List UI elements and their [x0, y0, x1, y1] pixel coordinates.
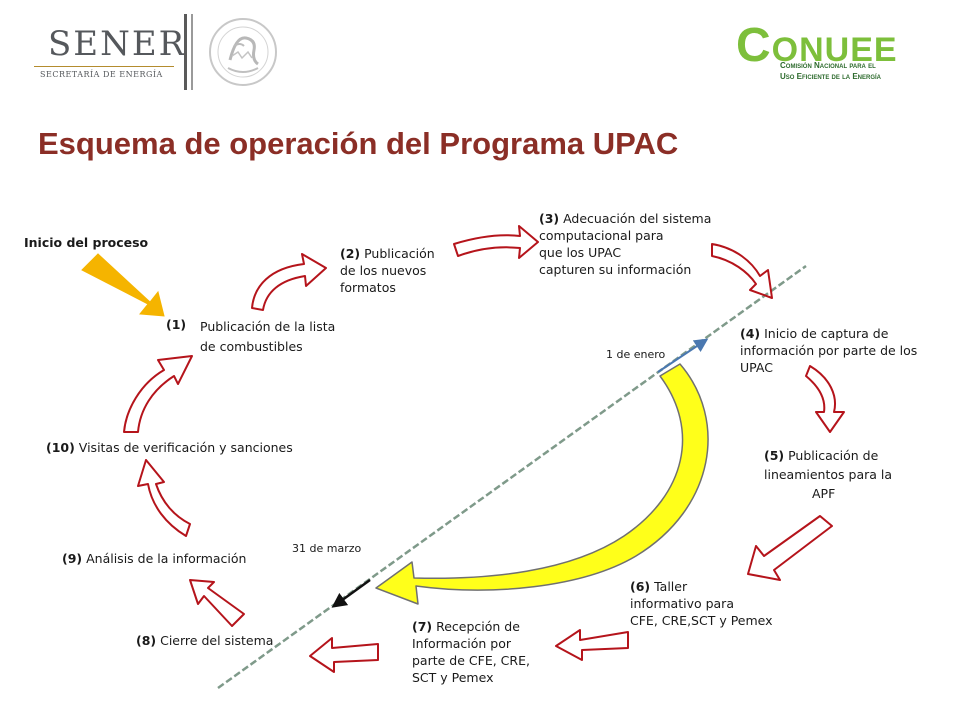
arrow-5-to-6 — [747, 515, 833, 581]
step-3-line: capturen su información — [539, 262, 692, 277]
conuee-logo-initial: C — [736, 19, 772, 72]
step-3-line: computacional para — [539, 228, 664, 243]
step-4-line: Inicio de captura de — [760, 326, 889, 341]
arrow-3-to-4 — [711, 243, 773, 299]
page-title: Esquema de operación del Programa UPAC — [38, 126, 679, 161]
step-6-line: Taller — [650, 579, 688, 594]
step-3-number: (3) — [539, 211, 560, 226]
step-1-line: de combustibles — [200, 339, 303, 354]
step-10-line: Visitas de verificación y sanciones — [74, 440, 293, 455]
step-7-label: (7) Recepción de Información por parte d… — [412, 618, 530, 686]
step-8-number: (8) — [136, 633, 157, 648]
step-3-line: Adecuación del sistema — [559, 211, 712, 226]
arrow-1-to-2 — [251, 253, 327, 311]
step-6-number: (6) — [630, 579, 651, 594]
arrow-7-to-8 — [309, 637, 379, 673]
step-3-line: que los UPAC — [539, 245, 622, 260]
step-4-label: (4) Inicio de captura de información por… — [740, 325, 917, 376]
step-5-line: APF — [812, 486, 836, 501]
step-1-line: Publicación de la lista — [200, 319, 336, 334]
start-arrow — [81, 253, 165, 317]
conuee-logo-rest: ONUEE — [771, 31, 898, 69]
conuee-subtitle-line2: Uso Eficiente de la Energía — [780, 72, 882, 81]
mexico-seal-icon — [209, 18, 277, 86]
step-7-line: SCT y Pemex — [412, 670, 494, 685]
arrow-10-to-1 — [123, 355, 193, 433]
start-label: Inicio del proceso — [24, 235, 149, 250]
header-separator — [184, 14, 193, 90]
step-6-label: (6) Taller informativo para CFE, CRE,SCT… — [630, 578, 773, 629]
step-10-label: (10) Visitas de verificación y sanciones — [46, 439, 293, 456]
end-date-arrow — [331, 578, 371, 608]
sener-logo: SENER SECRETARÍA DE ENERGÍA — [28, 18, 184, 79]
step-4-line: información por parte de los — [740, 343, 918, 358]
step-2-line: de los nuevos — [340, 263, 427, 278]
date-end-label: 31 de marzo — [292, 542, 362, 555]
step-7-number: (7) — [412, 619, 433, 634]
step-5-line: lineamientos para la — [764, 467, 893, 482]
step-1-text: Publicación de la lista de combustibles — [200, 318, 335, 355]
arrow-2-to-3 — [453, 225, 539, 259]
step-1-number: (1) — [166, 317, 187, 332]
step-5-line: Publicación de — [784, 448, 879, 463]
step-3-label: (3) Adecuación del sistema computacional… — [539, 210, 711, 278]
step-6-line: CFE, CRE,SCT y Pemex — [630, 613, 773, 628]
conuee-logo-text: CONUEE — [736, 18, 898, 73]
step-5-number: (5) — [764, 448, 785, 463]
step-6-line: informativo para — [630, 596, 734, 611]
conuee-logo-subtitle: Comisión Nacional para el Uso Eficiente … — [780, 60, 881, 82]
sener-logo-text: SENER — [48, 24, 187, 64]
step-8-line: Cierre del sistema — [156, 633, 274, 648]
timeline-line — [217, 264, 807, 690]
sener-logo-subtitle: SECRETARÍA DE ENERGÍA — [40, 70, 163, 79]
arrow-6-to-7 — [555, 629, 629, 661]
conuee-logo: CONUEE Comisión Nacional para el Uso Efi… — [736, 18, 936, 88]
arrow-4-to-5 — [805, 365, 845, 433]
step-2-line: Publicación — [360, 246, 435, 261]
arrow-8-to-9 — [189, 579, 245, 627]
step-9-number: (9) — [62, 551, 83, 566]
conuee-subtitle-line1: Comisión Nacional para el — [780, 61, 876, 70]
step-9-label: (9) Análisis de la información — [62, 550, 246, 567]
sener-logo-rule — [34, 66, 174, 67]
date-start-label: 1 de enero — [606, 348, 666, 361]
step-5-label: (5) Publicación de lineamientos para la … — [764, 446, 892, 503]
start-date-arrow — [657, 338, 709, 373]
step-2-number: (2) — [340, 246, 361, 261]
step-7-line: parte de CFE, CRE, — [412, 653, 530, 668]
step-2-line: formatos — [340, 280, 396, 295]
step-7-line: Información por — [412, 636, 512, 651]
period-arrow — [375, 363, 709, 605]
step-1-label: (1) — [166, 316, 186, 333]
step-9-line: Análisis de la información — [82, 551, 247, 566]
step-4-line: UPAC — [740, 360, 773, 375]
arrow-9-to-10 — [137, 459, 191, 537]
step-8-label: (8) Cierre del sistema — [136, 632, 273, 649]
step-4-number: (4) — [740, 326, 761, 341]
step-10-number: (10) — [46, 440, 75, 455]
step-2-label: (2) Publicación de los nuevos formatos — [340, 245, 435, 296]
step-7-line: Recepción de — [432, 619, 520, 634]
